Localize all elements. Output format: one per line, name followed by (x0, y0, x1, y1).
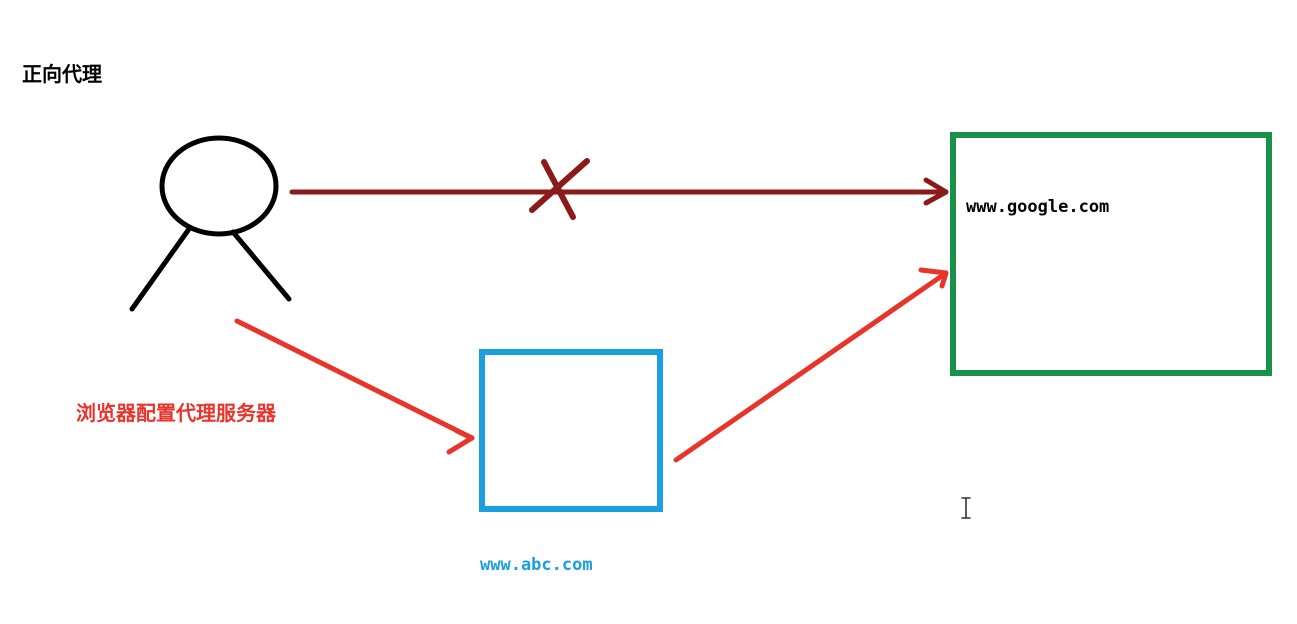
proxy-arrow-in (234, 318, 475, 455)
proxy-arrow-in-head (446, 428, 475, 455)
proxy-arrow-out (673, 267, 949, 463)
target-site-label: www.google.com (966, 197, 1110, 217)
proxy-arrow-out-head (918, 267, 949, 289)
text-cursor-icon (961, 497, 971, 519)
diagram-title: 正向代理 (22, 62, 102, 86)
proxy-config-note: 浏览器配置代理服务器 (76, 401, 276, 425)
user-left-leg (129, 226, 192, 312)
x-cross-icon (529, 158, 590, 220)
target-server-box (950, 132, 1272, 376)
user-icon (129, 135, 292, 312)
proxy-site-label: www.abc.com (480, 555, 593, 575)
blocked-arrow-head (923, 177, 949, 206)
user-right-leg (230, 229, 292, 302)
user-head (159, 135, 279, 237)
proxy-arrow-in-line (234, 318, 475, 441)
x-cross-stroke-2 (529, 158, 590, 213)
blocked-arrow (289, 177, 949, 206)
proxy-arrow-out-line (673, 270, 949, 463)
proxy-server-box (479, 349, 663, 512)
